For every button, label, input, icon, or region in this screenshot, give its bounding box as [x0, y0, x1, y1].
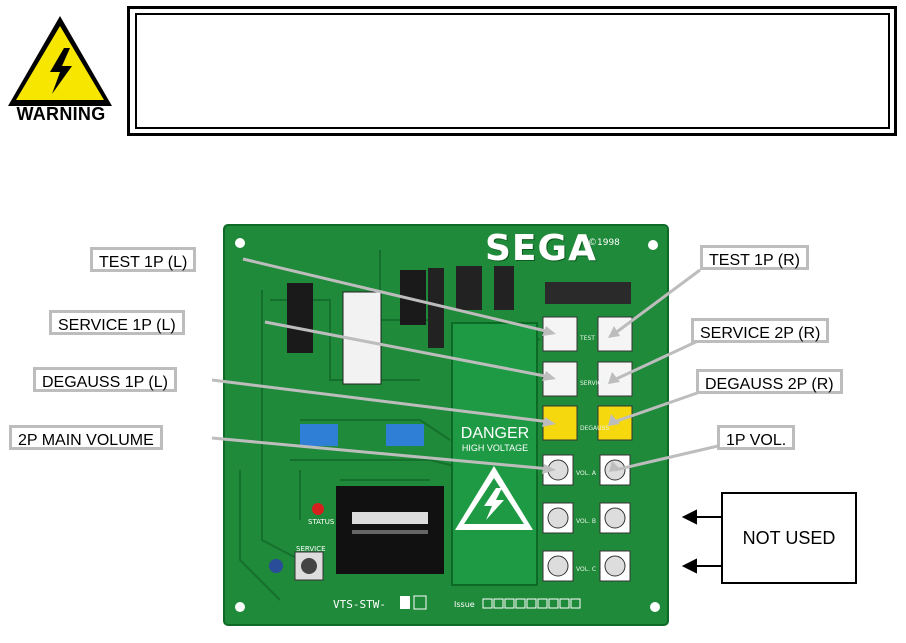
callout-test-1p-r: TEST 1P (R) — [700, 245, 809, 270]
callout-1p-vol: 1P VOL. — [717, 425, 796, 450]
status-led — [312, 503, 324, 515]
chip — [494, 266, 514, 310]
callout-test-1p-l: TEST 1P (L) — [90, 247, 197, 272]
issue-number-boxes — [482, 598, 581, 609]
mounting-hole — [235, 238, 245, 248]
switch-label-degauss: DEGAUSS — [580, 425, 610, 432]
callout-lines — [211, 257, 719, 472]
switch-label-vol-b: VOL. B — [576, 518, 596, 525]
danger-title: DANGER — [460, 425, 530, 442]
volume-pots — [542, 454, 631, 582]
callout-2p-main-volume: 2P MAIN VOLUME — [9, 425, 163, 450]
not-used-box: NOT USED — [721, 492, 857, 584]
service-label: SERVICE — [296, 545, 326, 553]
danger-plate — [451, 322, 538, 586]
callout-degauss-1p-l: DEGAUSS 1P (L) — [33, 367, 177, 392]
not-used-arrows — [681, 509, 721, 574]
danger-subtitle: HIGH VOLTAGE — [461, 443, 529, 453]
pcb-name: VTS-STW- — [333, 598, 386, 611]
dip-switch-1 — [300, 424, 338, 446]
warning-box — [135, 13, 890, 129]
issue-label: Issue — [454, 600, 475, 609]
chip — [456, 266, 482, 310]
capacitor — [269, 559, 283, 573]
high-voltage-warning-icon — [8, 16, 112, 106]
sega-logo: SEGA — [485, 228, 597, 269]
warning-label: WARNING — [16, 104, 106, 124]
service-button — [294, 551, 324, 581]
connector-cn2 — [287, 283, 313, 353]
switch-label-vol-a: VOL. A — [576, 470, 596, 477]
copyright-text: ©1998 — [588, 238, 620, 248]
header-pins — [545, 282, 631, 304]
mounting-hole — [648, 240, 658, 250]
callout-degauss-2p-r: DEGAUSS 2P (R) — [696, 369, 843, 394]
mounting-hole — [235, 602, 245, 612]
switch-label-service: SERVICE — [580, 380, 606, 387]
switch-label-test: TEST — [580, 335, 595, 342]
mounting-hole — [650, 602, 660, 612]
callout-service-1p-l: SERVICE 1P (L) — [49, 310, 185, 335]
switch-label-vol-c: VOL. C — [576, 566, 597, 573]
callout-service-2p-r: SERVICE 2P (R) — [691, 318, 830, 343]
chip — [428, 268, 444, 348]
warning-box-outer — [127, 6, 897, 136]
dip-switch-2 — [386, 424, 424, 446]
status-label: STATUS — [308, 518, 335, 526]
